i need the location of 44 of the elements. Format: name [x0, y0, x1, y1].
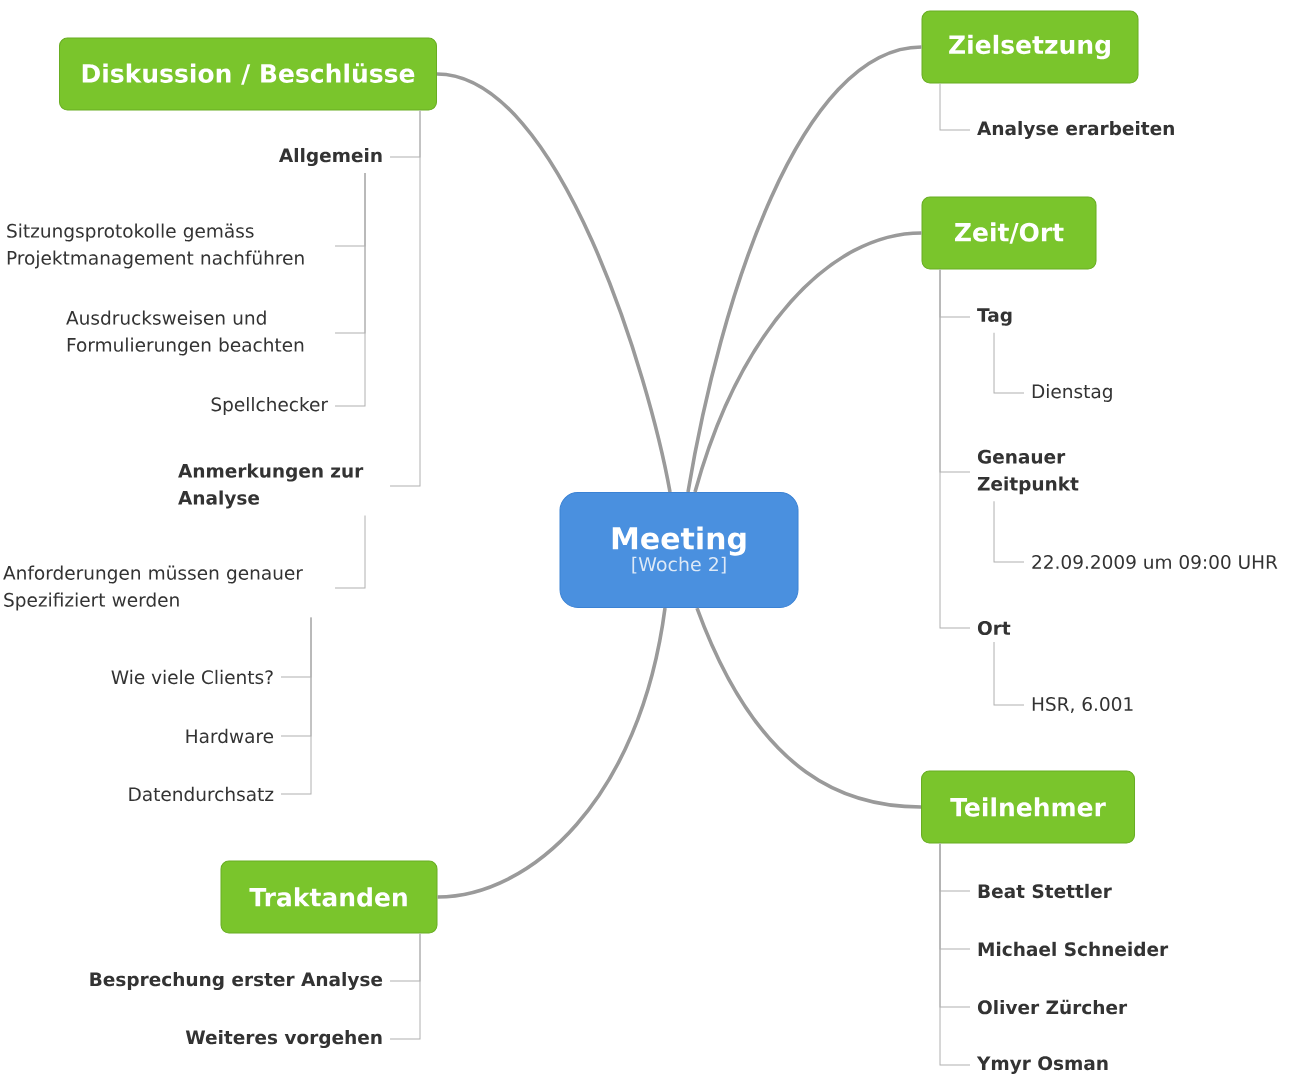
topic-box: Teilnehmer — [921, 770, 1135, 844]
topic-box: Traktanden — [220, 860, 438, 934]
branch-curve — [695, 607, 922, 809]
subtopic-label: Ymyr Osman — [976, 1056, 1108, 1074]
tree-line — [389, 110, 421, 487]
item-label: Sitzungsprotokolle gemäss Projektmanagement nachführen — [7, 223, 304, 269]
tree-line — [939, 269, 971, 629]
branch-curve — [437, 607, 667, 899]
subtopic-label: Weiteres vorgehen — [185, 1030, 382, 1049]
central-topic-box: Meeting [Woche 2] — [559, 492, 799, 608]
subtopic-label: Ort — [977, 621, 1011, 635]
item-label: Spellchecker — [211, 397, 329, 415]
tree-line — [993, 332, 1025, 394]
subtopic-label: Besprechung erster Analyse — [90, 972, 383, 991]
item-label: Wie viele Clients? — [111, 669, 273, 685]
tree-line — [280, 616, 312, 795]
item-label: Hardware — [186, 728, 274, 744]
item-label: HSR, 6.001 — [1032, 697, 1133, 713]
subtopic-label: Oliver Zürcher — [977, 999, 1128, 1015]
tree-line — [993, 500, 1025, 563]
subtopic-label: Michael Schneider — [978, 941, 1169, 957]
subtopic-label: Allgemein — [278, 147, 382, 167]
subtopic-label: Beat Stettler — [978, 883, 1112, 899]
tree-line — [993, 641, 1025, 706]
item-label: Ausdrucksweisen und Formulierungen beachten — [66, 310, 304, 356]
subtopic-label: Tag — [977, 308, 1012, 326]
tree-line — [334, 172, 366, 407]
item-label: Anforderungen müssen genauer Spezifiziert werden — [3, 565, 303, 611]
tree-line — [939, 843, 971, 1066]
topic-box: Zeit/Ort — [921, 196, 1097, 270]
item-label: Datendurchsatz — [129, 786, 274, 802]
tree-line — [334, 515, 366, 589]
branch-curve — [686, 45, 922, 493]
branch-curve — [436, 72, 672, 493]
tree-line — [939, 83, 971, 131]
tree-line — [389, 933, 421, 1040]
subtopic-label: Analyse erarbeiten — [977, 120, 1174, 140]
item-label: 22.09.2009 um 09:00 UHR — [1032, 555, 1278, 569]
topic-box: Diskussion / Beschlüsse — [59, 37, 437, 111]
branch-curve — [693, 231, 922, 493]
subtopic-label: Genauer Zeitpunkt — [977, 449, 1079, 495]
item-label: Dienstag — [1032, 384, 1112, 402]
topic-box: Zielsetzung — [921, 10, 1139, 84]
subtopic-label: Anmerkungen zur Analyse — [178, 463, 364, 509]
